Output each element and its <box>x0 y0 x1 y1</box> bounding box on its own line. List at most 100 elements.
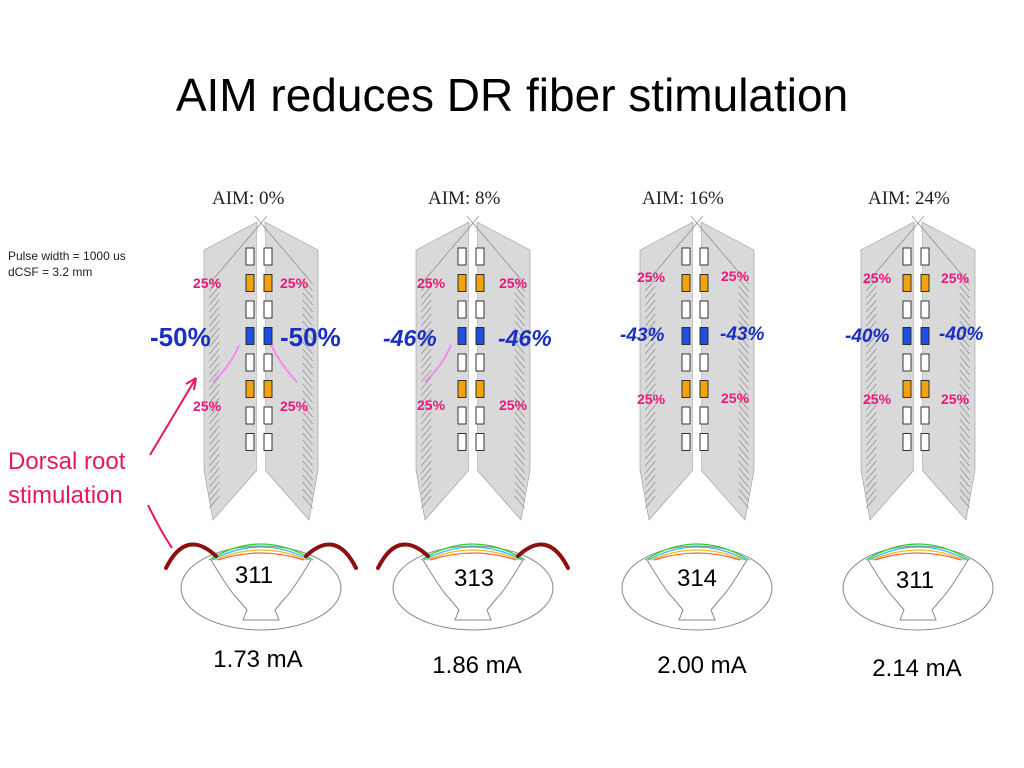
contact-left-5 <box>902 353 912 372</box>
fiber-hatch-left <box>421 215 480 509</box>
dorsal-root-right <box>304 542 358 570</box>
cathode-right-label-panel-2: -46% <box>498 325 552 351</box>
contact-right-7 <box>475 406 485 425</box>
contact-right-4-cathode <box>263 327 273 345</box>
lead-panel-4 <box>842 215 994 631</box>
current-label-panel-1: 1.73 mA <box>213 646 303 673</box>
contact-left-2-anode <box>681 274 691 292</box>
contact-left-3 <box>681 300 691 319</box>
contact-right-3 <box>920 300 930 319</box>
pulse-width-label: Pulse width = 1000 us <box>8 249 126 263</box>
contact-right-4-cathode <box>699 327 709 345</box>
field-line-right <box>270 344 298 383</box>
cathode-right-label-panel-1: -50% <box>280 322 341 352</box>
contact-right-8 <box>475 433 485 451</box>
contact-left-4-cathode <box>681 327 691 345</box>
annotation-arrow-head <box>185 377 197 391</box>
anode-bottom-left-label-panel-2: 25% <box>417 397 446 413</box>
fiber-hatch-left <box>645 215 704 509</box>
dorsal-root-annotation: Dorsal root stimulation <box>8 445 125 513</box>
gray-matter-outline <box>646 559 748 621</box>
aim-label-panel-4: AIM: 24% <box>868 188 950 209</box>
aim-label-panel-3: AIM: 16% <box>642 188 724 209</box>
contact-right-7 <box>263 406 273 425</box>
activation-contour-2 <box>647 546 747 561</box>
anode-bottom-left-label-panel-3: 25% <box>637 391 666 407</box>
anode-bottom-right-label-panel-2: 25% <box>499 397 528 413</box>
activation-contour-3 <box>871 549 965 561</box>
contact-right-1 <box>920 247 930 266</box>
contact-left-3 <box>245 300 255 319</box>
dorsal-root-label-line1: Dorsal root <box>8 448 126 475</box>
fiber-region-right <box>921 221 976 521</box>
contact-left-8 <box>245 433 255 451</box>
current-label-panel-2: 1.86 mA <box>432 652 522 679</box>
contact-left-4-cathode <box>457 327 467 345</box>
dcsf-label: dCSF = 3.2 mm <box>8 265 93 279</box>
lead-gap <box>914 232 922 472</box>
lead-gap <box>693 232 701 472</box>
cathode-right-label-panel-3: -43% <box>720 324 765 345</box>
contact-left-4-cathode <box>245 327 255 345</box>
lead-panel-2 <box>376 215 570 631</box>
fiber-hatch-right <box>466 215 525 509</box>
parameters-note: Pulse width = 1000 us dCSF = 3.2 mm <box>8 248 126 280</box>
contact-right-1 <box>263 247 273 266</box>
contact-left-2-anode <box>457 274 467 292</box>
anode-top-right-label-panel-1: 25% <box>280 275 309 291</box>
fiber-hatch-right <box>254 215 313 509</box>
gray-matter-outline <box>867 559 969 621</box>
lead-panel-1 <box>164 215 358 631</box>
activation-contour-1 <box>208 543 314 561</box>
fiber-region-right <box>264 221 319 521</box>
contact-left-5 <box>457 353 467 372</box>
contact-left-5 <box>245 353 255 372</box>
anode-top-right-label-panel-3: 25% <box>721 268 750 284</box>
contact-left-1 <box>245 247 255 266</box>
spinal-cord-outline <box>842 545 994 631</box>
anode-top-left-label-panel-3: 25% <box>637 269 666 285</box>
contact-left-6-anode <box>681 380 691 398</box>
lead-panel-3 <box>621 215 773 631</box>
contact-left-1 <box>457 247 467 266</box>
contact-left-5 <box>681 353 691 372</box>
contact-right-3 <box>699 300 709 319</box>
contact-left-3 <box>902 300 912 319</box>
activation-contour-4 <box>874 552 962 561</box>
contact-right-5 <box>920 353 930 372</box>
contact-right-3 <box>263 300 273 319</box>
current-label-panel-4: 2.14 mA <box>872 655 962 682</box>
annotation-arrow-line <box>149 377 197 456</box>
annotation-pointer-line <box>147 504 173 549</box>
spinal-cord-outline <box>621 545 773 631</box>
fiber-hatch-right <box>911 215 970 509</box>
aim-label-panel-1: AIM: 0% <box>212 188 285 209</box>
gray-matter-outline <box>422 559 524 621</box>
contact-right-5 <box>699 353 709 372</box>
contact-right-8 <box>920 433 930 451</box>
contact-right-5 <box>263 353 273 372</box>
cord-value-panel-1: 311 <box>234 562 274 589</box>
anode-top-left-label-panel-1: 25% <box>193 275 222 291</box>
lead-gap <box>469 232 477 472</box>
contact-left-4-cathode <box>902 327 912 345</box>
contact-right-5 <box>475 353 485 372</box>
slide-title: AIM reduces DR fiber stimulation <box>175 69 849 121</box>
contact-right-2-anode <box>699 274 709 292</box>
contact-left-8 <box>902 433 912 451</box>
contact-right-1 <box>699 247 709 266</box>
activation-contour-2 <box>211 546 311 561</box>
contact-right-2-anode <box>263 274 273 292</box>
contact-right-6-anode <box>475 380 485 398</box>
contact-left-8 <box>457 433 467 451</box>
contact-left-2-anode <box>902 274 912 292</box>
contact-left-7 <box>681 406 691 425</box>
anode-bottom-right-label-panel-3: 25% <box>721 390 750 406</box>
contact-left-6-anode <box>245 380 255 398</box>
anode-top-left-label-panel-4: 25% <box>863 270 892 286</box>
contact-left-8 <box>681 433 691 451</box>
contact-right-6-anode <box>920 380 930 398</box>
aim-label-panel-2: AIM: 8% <box>428 188 501 209</box>
activation-contour-2 <box>868 546 968 561</box>
